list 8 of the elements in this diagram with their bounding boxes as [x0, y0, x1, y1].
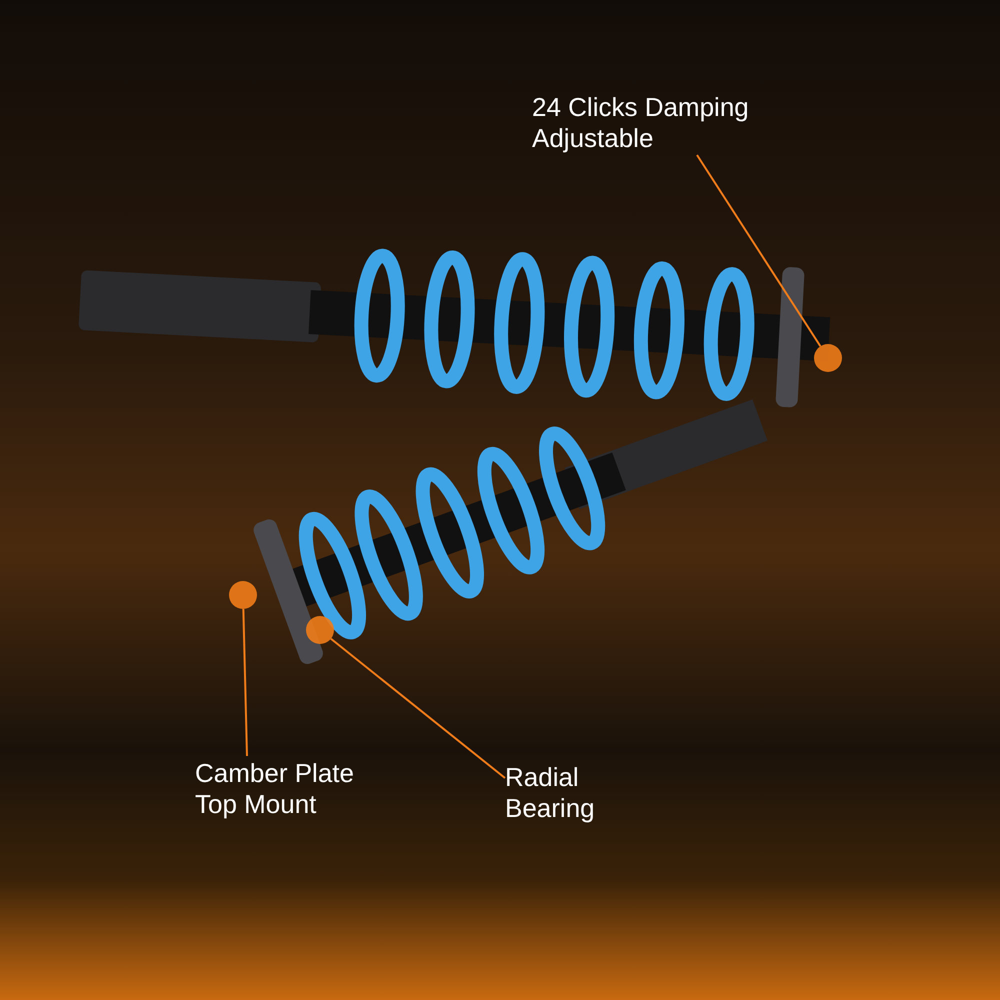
callout-label: 24 Clicks Damping Adjustable	[532, 92, 792, 154]
callout-dot	[814, 344, 842, 372]
leader-line	[242, 608, 248, 756]
callout-label: Camber Plate Top Mount	[195, 758, 395, 820]
leader-line	[696, 154, 822, 347]
callout-label: Radial Bearing	[505, 762, 635, 824]
leader-line	[330, 638, 506, 779]
callout-dot	[229, 581, 257, 609]
